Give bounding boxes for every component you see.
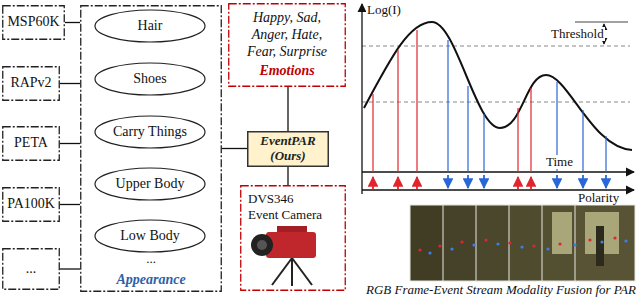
dataset-name: PA100K xyxy=(7,196,55,213)
dataset-box: RAPv2 xyxy=(2,66,60,101)
dashdot-outline xyxy=(241,186,346,291)
threshold-label: Threshold xyxy=(550,27,605,41)
connector-line xyxy=(60,83,80,84)
camera-group: DVS346 Event Camera xyxy=(240,185,346,291)
axis-label: Log(I) xyxy=(366,3,402,17)
axis-label: Polarity xyxy=(577,191,620,205)
group-caption: Appearance xyxy=(80,272,222,289)
attribute-ellipse: Carry Things xyxy=(94,115,206,149)
connector-line xyxy=(287,87,288,131)
log-intensity-chart xyxy=(362,4,634,194)
device-name: DVS346 Event Camera xyxy=(248,191,324,222)
method-box: EventPAR (Ours) xyxy=(247,131,329,167)
dataset-box: ... xyxy=(2,248,60,290)
attribute-ellipse: Low Body xyxy=(94,219,206,253)
dashdot-outline xyxy=(3,249,60,290)
connector-line xyxy=(287,167,288,185)
dashdot-outline xyxy=(229,4,346,87)
box-outline xyxy=(248,132,329,167)
dashdot-outline xyxy=(3,6,65,40)
figure-caption: RGB Frame-Event Stream Modality Fusion f… xyxy=(366,283,636,297)
ellipse-outline xyxy=(95,168,205,200)
connector-line xyxy=(222,148,247,149)
appearance-group: HairShoesCarry ThingsUpper BodyLow BodyA… xyxy=(80,5,222,292)
dataset-box: PETA xyxy=(2,126,60,161)
ellipsis: ... xyxy=(145,252,157,266)
connector-line xyxy=(60,204,80,205)
event-camera xyxy=(251,226,316,286)
ellipse-outline xyxy=(95,63,205,95)
event-frames xyxy=(410,205,635,281)
connector-line xyxy=(60,268,80,269)
attribute-name: Hair xyxy=(138,18,163,35)
attribute-name: Carry Things xyxy=(113,124,187,141)
attribute-name: Low Body xyxy=(120,228,180,245)
dashdot-outline xyxy=(3,127,60,161)
dataset-name: RAPv2 xyxy=(10,75,51,92)
connector-line xyxy=(65,22,80,23)
emotion-list: Happy, Sad, Anger, Hate, Fear, Surprise xyxy=(240,9,335,60)
ellipse-outline xyxy=(95,10,205,42)
attribute-ellipse: Hair xyxy=(94,9,206,43)
method-name: EventPAR (Ours) xyxy=(253,134,323,164)
emotion-group: Happy, Sad, Anger, Hate, Fear, SurpriseE… xyxy=(228,3,346,87)
dataset-box: PA100K xyxy=(2,187,60,222)
ellipse-outline xyxy=(95,116,205,148)
attribute-name: Upper Body xyxy=(116,176,185,193)
dashdot-outline xyxy=(3,67,60,101)
ellipse-outline xyxy=(95,220,205,252)
connector-line xyxy=(60,143,80,144)
group-caption: Emotions xyxy=(259,62,314,79)
dataset-name: PETA xyxy=(14,135,48,152)
axis-label: Time xyxy=(545,155,574,169)
dashdot-outline xyxy=(81,6,222,292)
dataset-box: MSP60K xyxy=(2,5,65,40)
attribute-name: Shoes xyxy=(133,71,166,88)
dataset-name: ... xyxy=(26,261,37,278)
attribute-ellipse: Shoes xyxy=(94,62,206,96)
dataset-name: MSP60K xyxy=(7,14,59,31)
dashdot-outline xyxy=(3,188,60,222)
attribute-ellipse: Upper Body xyxy=(94,167,206,201)
